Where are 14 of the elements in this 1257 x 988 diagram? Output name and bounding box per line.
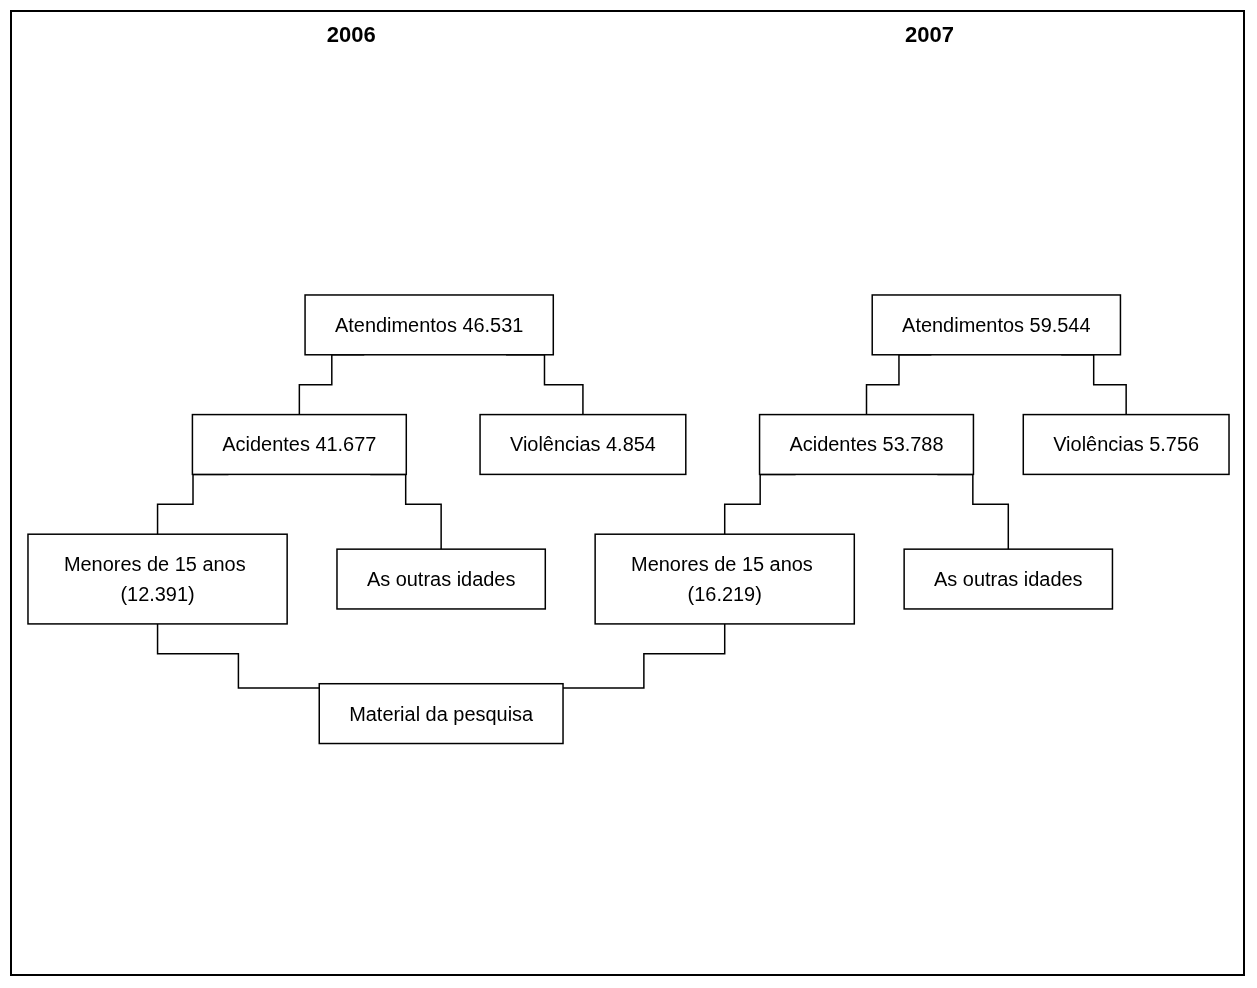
process-box: Menores de 15 anos (16.219) — [594, 533, 856, 625]
process-box: As outras idades — [336, 548, 547, 610]
connector — [156, 622, 320, 689]
process-box: Violências 4.854 — [479, 413, 687, 475]
year-heading: 2006 — [326, 22, 376, 48]
process-box: Material da pesquisa — [318, 682, 564, 745]
process-box: Acidentes 41.677 — [191, 413, 408, 475]
process-box: Violências 5.756 — [1022, 413, 1230, 475]
process-box: Atendimentos 46.531 — [304, 293, 555, 356]
process-box: Acidentes 53.788 — [758, 413, 975, 475]
process-box: Menores de 15 anos (12.391) — [27, 533, 288, 625]
year-heading: 2007 — [905, 22, 954, 48]
process-box: As outras idades — [903, 548, 1114, 610]
process-box: Atendimentos 59.544 — [871, 293, 1122, 356]
